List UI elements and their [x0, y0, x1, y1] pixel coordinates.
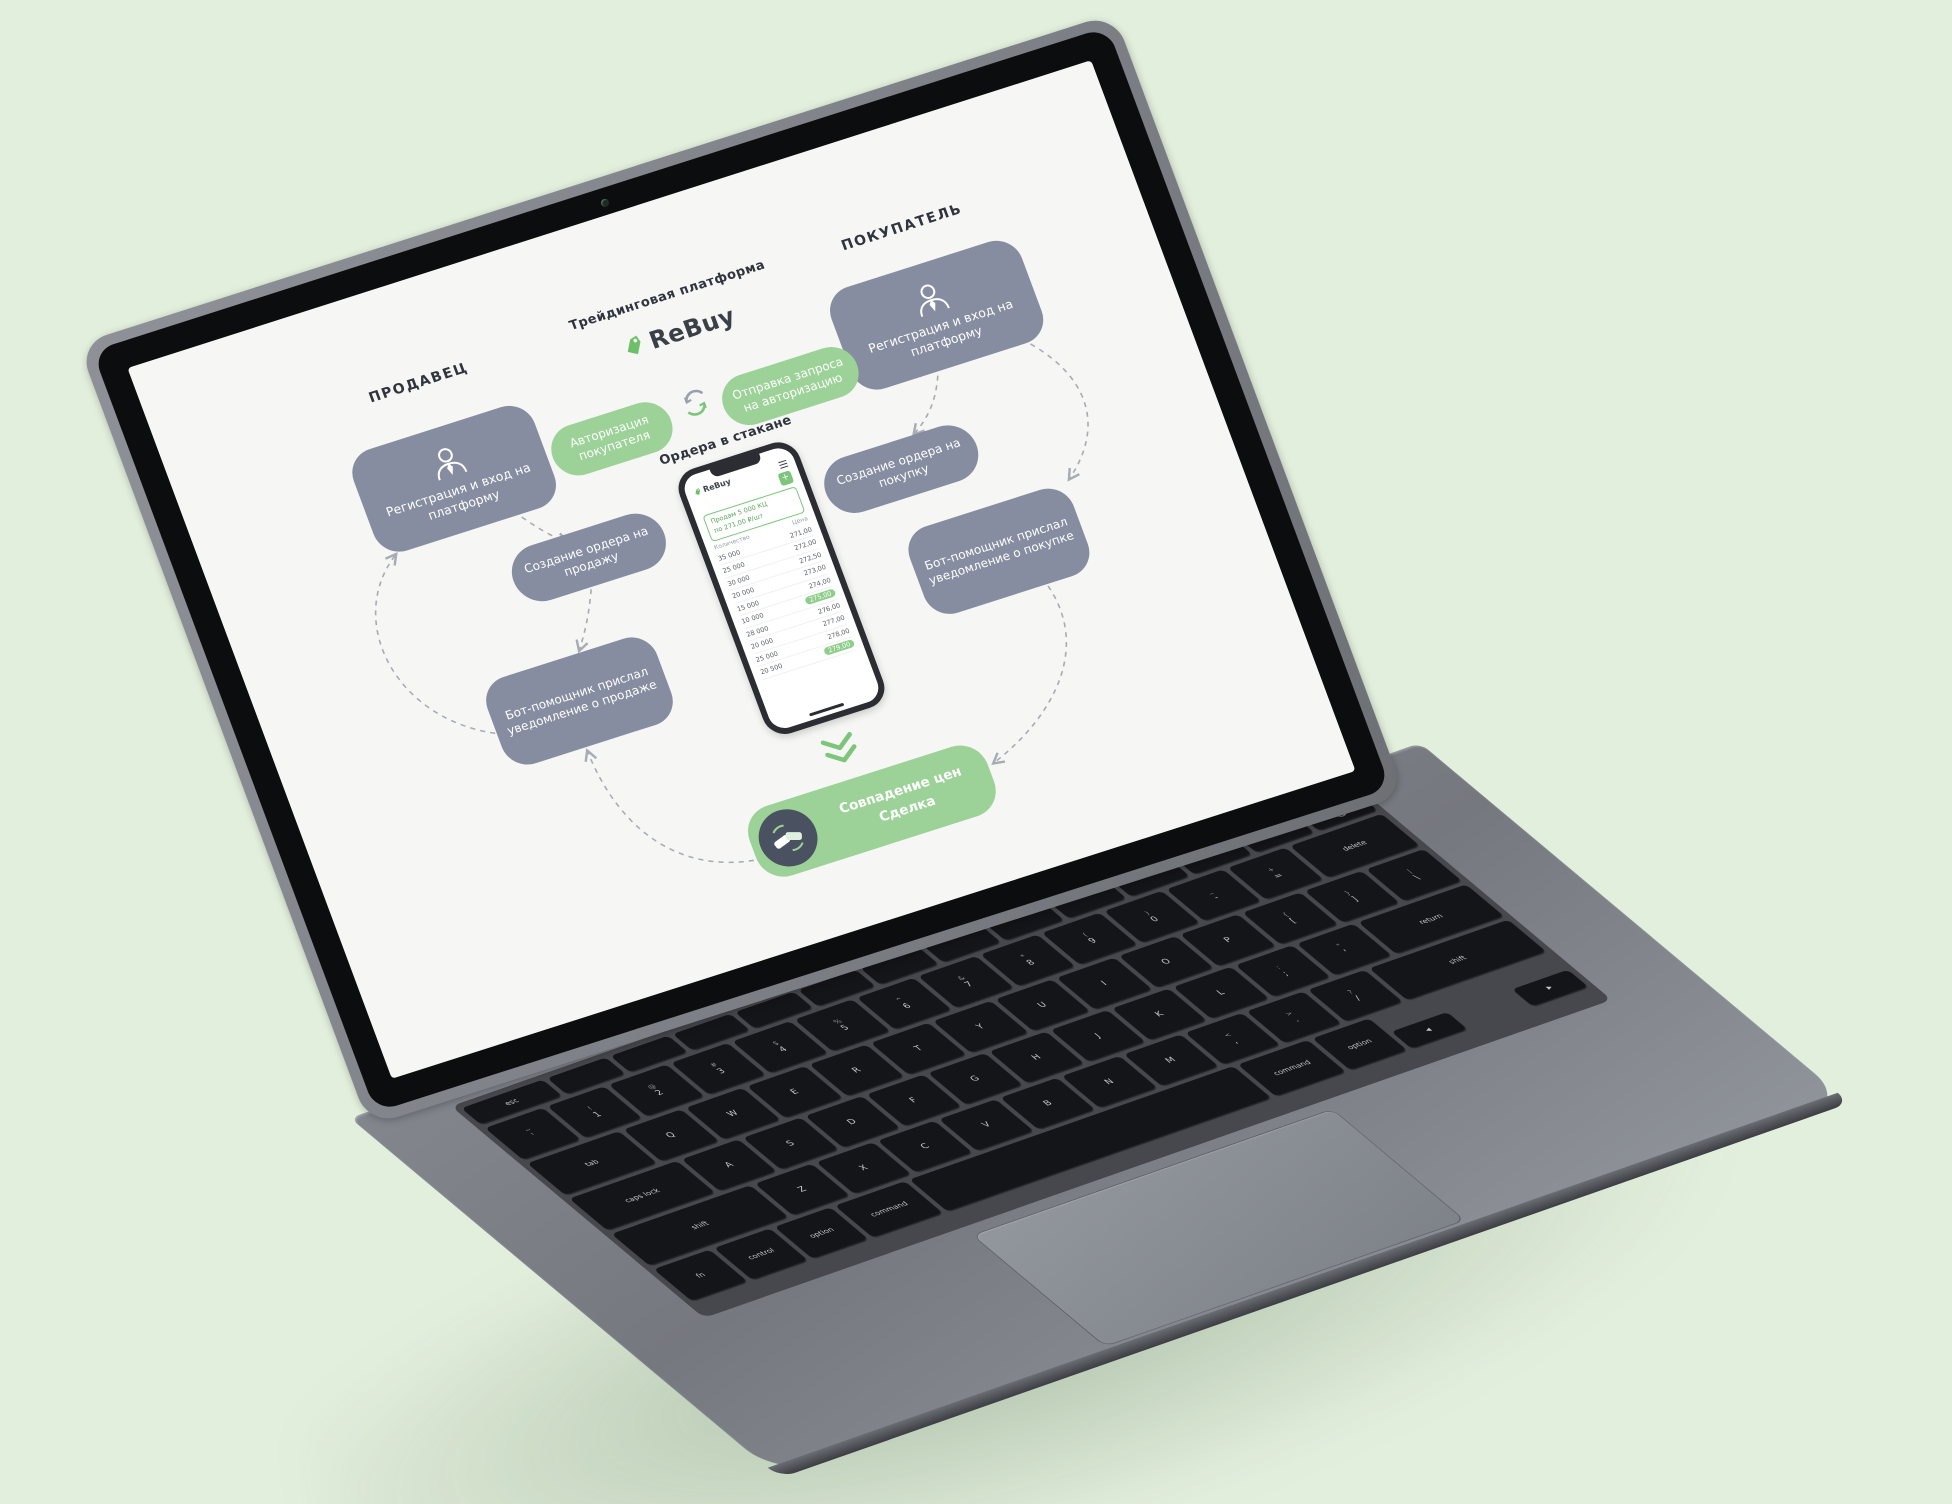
add-order-button: +	[777, 470, 795, 487]
flow-arrow	[941, 585, 1068, 763]
flow-arrow	[561, 589, 592, 649]
chevron-down-icon	[820, 732, 857, 763]
deal-pill: Совпадение цен Сделка	[739, 738, 1004, 884]
flow-arrow	[374, 540, 516, 736]
laptop-lid: Трейдинговая платформа ReBuy ПРОДАВЕЦ	[78, 13, 1405, 1126]
sync-arrows-icon	[683, 389, 707, 416]
tag-icon	[695, 487, 700, 495]
phone-brand: ReBuy	[692, 477, 732, 497]
flow-arrow	[898, 375, 939, 434]
bot-buy-text: Бот-помощник прислал уведомление о покуп…	[922, 514, 1076, 588]
flow-arrow	[521, 516, 567, 552]
screen-bezel: Трейдинговая платформа ReBuy ПРОДАВЕЦ	[92, 26, 1391, 1113]
flow-arrow	[588, 716, 754, 864]
handshake-icon	[750, 801, 826, 874]
order-qty: 20 500	[759, 662, 784, 677]
home-indicator	[808, 702, 845, 717]
webcam-icon	[599, 197, 611, 208]
screen: Трейдинговая платформа ReBuy ПРОДАВЕЦ	[127, 60, 1356, 1079]
key-▲: ▲	[1470, 1007, 1527, 1027]
key-◀: ◀	[1390, 1011, 1468, 1050]
brand-logo: ReBuy	[607, 298, 750, 367]
person-icon	[920, 284, 950, 317]
key-▼: ▼	[1472, 1008, 1528, 1028]
phone-header: ReBuy	[685, 456, 797, 499]
bot-sell-text: Бот-помощник прислал уведомление о прода…	[503, 664, 659, 738]
person-icon	[437, 447, 468, 481]
tag-icon	[627, 335, 641, 355]
seller-card: Регистрация и вход на платформу	[344, 399, 564, 559]
buyer-card: Регистрация и вход на платформу	[822, 234, 1051, 397]
key-▶: ▶	[1511, 969, 1589, 1007]
flow-arrow	[1030, 343, 1089, 479]
